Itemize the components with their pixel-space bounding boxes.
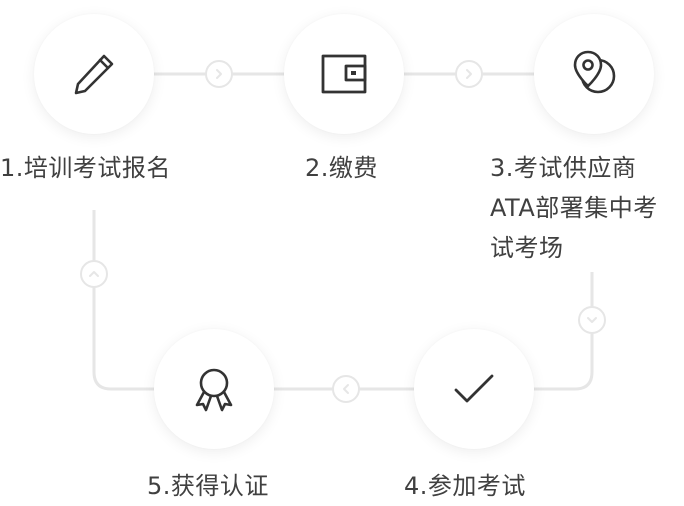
connector-5-1 [92, 210, 154, 391]
step-4-circle [414, 329, 534, 449]
step-2-circle [284, 14, 404, 134]
arrow-left [332, 375, 360, 403]
connector-3-4 [534, 272, 594, 391]
step-2-label: 2.缴费 [305, 154, 378, 182]
step-5-circle [154, 329, 274, 449]
arrow-right-2 [455, 60, 483, 88]
step-1-circle [34, 14, 154, 134]
chevron-left-icon [343, 384, 349, 394]
pencil-icon [74, 54, 114, 95]
chevron-right-icon [466, 69, 472, 79]
step-4-label: 4.参加考试 [404, 472, 526, 500]
chevron-right-icon [216, 69, 222, 79]
checkmark-icon [454, 374, 494, 403]
wallet-icon [321, 54, 367, 94]
step-3-circle [534, 14, 654, 134]
award-badge-icon [195, 368, 233, 412]
arrow-down [578, 306, 606, 334]
location-pin-icon [573, 50, 616, 94]
arrow-up [80, 260, 108, 288]
step-3-label: 3.考试供应商 ATA部署集中考 试考场 [490, 154, 658, 262]
step-1-label: 1.培训考试报名 [0, 154, 171, 182]
step-5-label: 5.获得认证 [147, 472, 269, 500]
chevron-up-icon [89, 271, 99, 277]
arrow-right-1 [205, 60, 233, 88]
chevron-down-icon [587, 317, 597, 323]
